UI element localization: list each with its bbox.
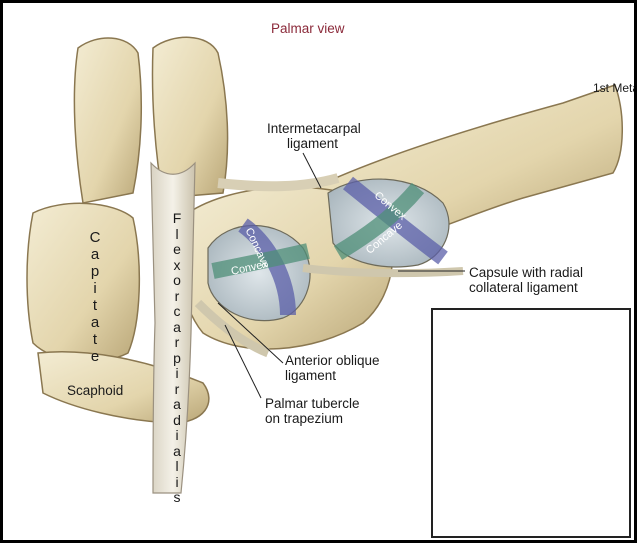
figure-title: Palmar view (271, 21, 345, 36)
label-palmar-tubercle-line2: on trapezium (265, 411, 343, 426)
label-capsule-line2: collateral ligament (469, 280, 578, 295)
label-anterior-oblique-line2: ligament (285, 368, 336, 383)
capitate-bone (27, 203, 139, 361)
label-anterior-oblique-line1: Anterior oblique (285, 353, 380, 368)
label-scaphoid: Scaphoid (67, 383, 123, 398)
label-intermetacarpal-line1: Intermetacarpal (267, 121, 361, 136)
label-palmar-tubercle-line1: Palmar tubercle (265, 396, 360, 411)
label-capsule-line1: Capsule with radial (469, 265, 583, 280)
metacarpal-bone-2 (74, 38, 141, 203)
label-first-metacarpal: 1st Metacarpal (593, 81, 637, 96)
saddle-joint-inset (431, 308, 631, 538)
label-intermetacarpal-line2: ligament (287, 136, 338, 151)
